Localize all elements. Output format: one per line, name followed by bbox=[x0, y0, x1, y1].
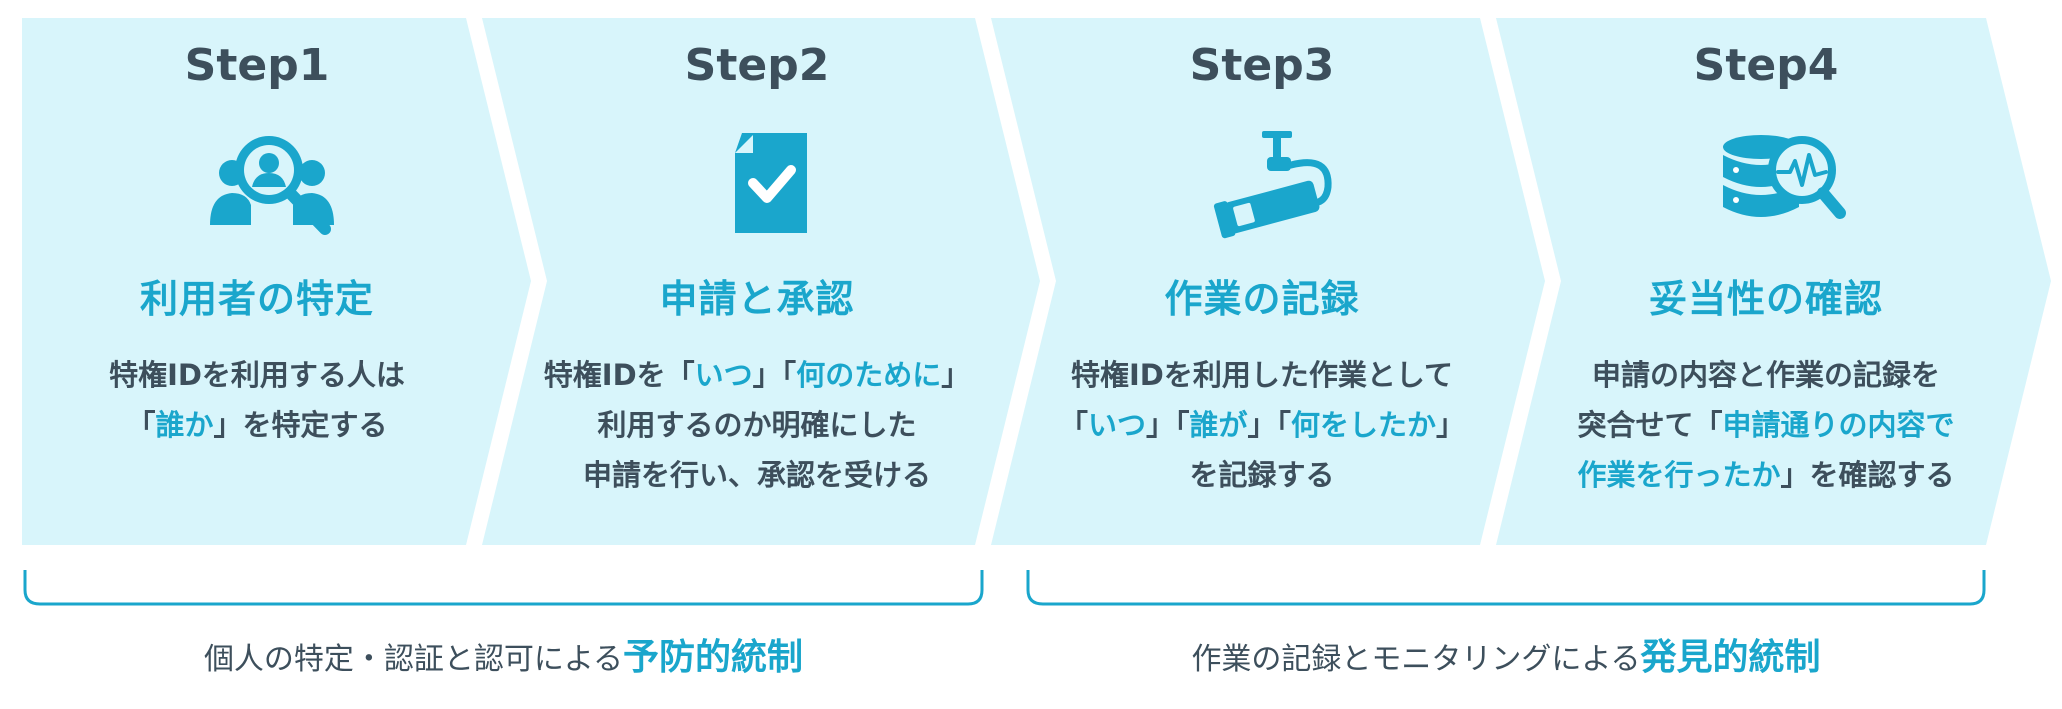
step-2-heading: 申請と承認 bbox=[659, 277, 855, 321]
description-line: 申請を行い、承認を受ける bbox=[522, 450, 992, 500]
step-1-heading: 利用者の特定 bbox=[139, 277, 374, 321]
detective-control-prefix: 作業の記録とモニタリングによる bbox=[1191, 642, 1641, 677]
description-text: 」「 bbox=[752, 358, 797, 392]
description-line: を記録する bbox=[1027, 450, 1497, 500]
detective-bracket bbox=[1026, 570, 1986, 606]
step-1-title: Step1 bbox=[184, 40, 330, 91]
preventive-control-prefix: 個人の特定・認証と認可による bbox=[203, 642, 624, 677]
description-line: 特権IDを利用した作業として bbox=[1027, 350, 1497, 400]
description-line: 特権IDを「いつ」「何のために」 bbox=[522, 350, 992, 400]
step-4-title: Step4 bbox=[1693, 40, 1839, 91]
preventive-control-label: 個人の特定・認証と認可による予防的統制 bbox=[25, 628, 982, 680]
highlight-text: 作業を行ったか bbox=[1577, 458, 1781, 492]
step-2-description: 特権IDを「いつ」「何のために」利用するのか明確にした申請を行い、承認を受ける bbox=[522, 350, 992, 500]
description-line: 特権IDを利用する人は bbox=[22, 350, 492, 400]
user-search-icon bbox=[207, 125, 337, 245]
highlight-text: 何をしたか bbox=[1291, 408, 1437, 442]
step-2-panel bbox=[482, 18, 1040, 545]
description-text: を記録する bbox=[1189, 458, 1335, 492]
description-text: 申請の内容と作業の記録を bbox=[1591, 358, 1940, 392]
highlight-text: 誰か bbox=[155, 408, 214, 442]
description-text: 「 bbox=[126, 408, 156, 442]
highlight-text: いつ bbox=[1087, 408, 1146, 442]
description-text: 「 bbox=[1058, 408, 1088, 442]
step-3-title: Step3 bbox=[1189, 40, 1335, 91]
description-text: 」 bbox=[941, 358, 971, 392]
step-1-description: 特権IDを利用する人は「誰か」を特定する bbox=[22, 350, 492, 450]
step-4-heading: 妥当性の確認 bbox=[1648, 277, 1883, 321]
description-text: 特権IDを利用する人は bbox=[109, 358, 405, 392]
description-text: 特権IDを利用した作業として bbox=[1071, 358, 1453, 392]
preventive-bracket bbox=[23, 570, 984, 606]
step-3-heading: 作業の記録 bbox=[1164, 277, 1360, 321]
database-search-icon bbox=[1716, 125, 1846, 245]
highlight-text: いつ bbox=[694, 358, 753, 392]
description-text: 」 bbox=[1436, 408, 1466, 442]
description-text: 特権IDを「 bbox=[543, 358, 695, 392]
description-line: 突合せて「申請通りの内容で bbox=[1531, 400, 2001, 450]
step-4-description: 申請の内容と作業の記録を突合せて「申請通りの内容で作業を行ったか」を確認する bbox=[1531, 350, 2001, 500]
security-camera-icon bbox=[1212, 125, 1342, 245]
step-1: Step1 利用者の特定 特権IDを利用する人は「誰か」を特定する bbox=[22, 0, 492, 545]
description-text: 突合せて「 bbox=[1577, 408, 1723, 442]
description-text: 」「 bbox=[1145, 408, 1190, 442]
step-3-panel bbox=[991, 18, 1545, 545]
step-3-description: 特権IDを利用した作業として「いつ」「誰が」「何をしたか」を記録する bbox=[1027, 350, 1497, 500]
highlight-text: 誰が bbox=[1189, 408, 1248, 442]
step-2: Step2 申請と承認 特権IDを「いつ」「何のために」利用するのか明確にした申… bbox=[522, 0, 992, 545]
description-line: 「誰か」を特定する bbox=[22, 400, 492, 450]
detective-control-label: 作業の記録とモニタリングによる発見的統制 bbox=[1028, 628, 1984, 680]
description-line: 申請の内容と作業の記録を bbox=[1531, 350, 2001, 400]
step-2-title: Step2 bbox=[684, 40, 830, 91]
description-text: 」を確認する bbox=[1780, 458, 1955, 492]
description-text: 」を特定する bbox=[213, 408, 388, 442]
detective-control-emphasis: 発見的統制 bbox=[1640, 637, 1821, 678]
step-4-panel bbox=[1496, 18, 2051, 545]
description-text: 利用するのか明確にした bbox=[597, 408, 917, 442]
step-4: Step4 妥当性の確認 申請の内容と作業の記録を突合せて「申請通りの内容で作業… bbox=[1531, 0, 2001, 545]
description-line: 作業を行ったか」を確認する bbox=[1531, 450, 2001, 500]
description-text: 申請を行い、承認を受ける bbox=[582, 458, 931, 492]
description-text: 」「 bbox=[1247, 408, 1292, 442]
highlight-text: 何のために bbox=[796, 358, 942, 392]
preventive-control-emphasis: 予防的統制 bbox=[623, 637, 804, 678]
document-check-icon bbox=[707, 125, 837, 245]
step-1-panel bbox=[22, 18, 531, 545]
step-3: Step3 作業の記録 特権IDを利用した作業として「いつ」「誰が」「何をしたか… bbox=[1027, 0, 1497, 545]
description-line: 「いつ」「誰が」「何をしたか」 bbox=[1027, 400, 1497, 450]
highlight-text: 申請通りの内容で bbox=[1722, 408, 1955, 442]
description-line: 利用するのか明確にした bbox=[522, 400, 992, 450]
